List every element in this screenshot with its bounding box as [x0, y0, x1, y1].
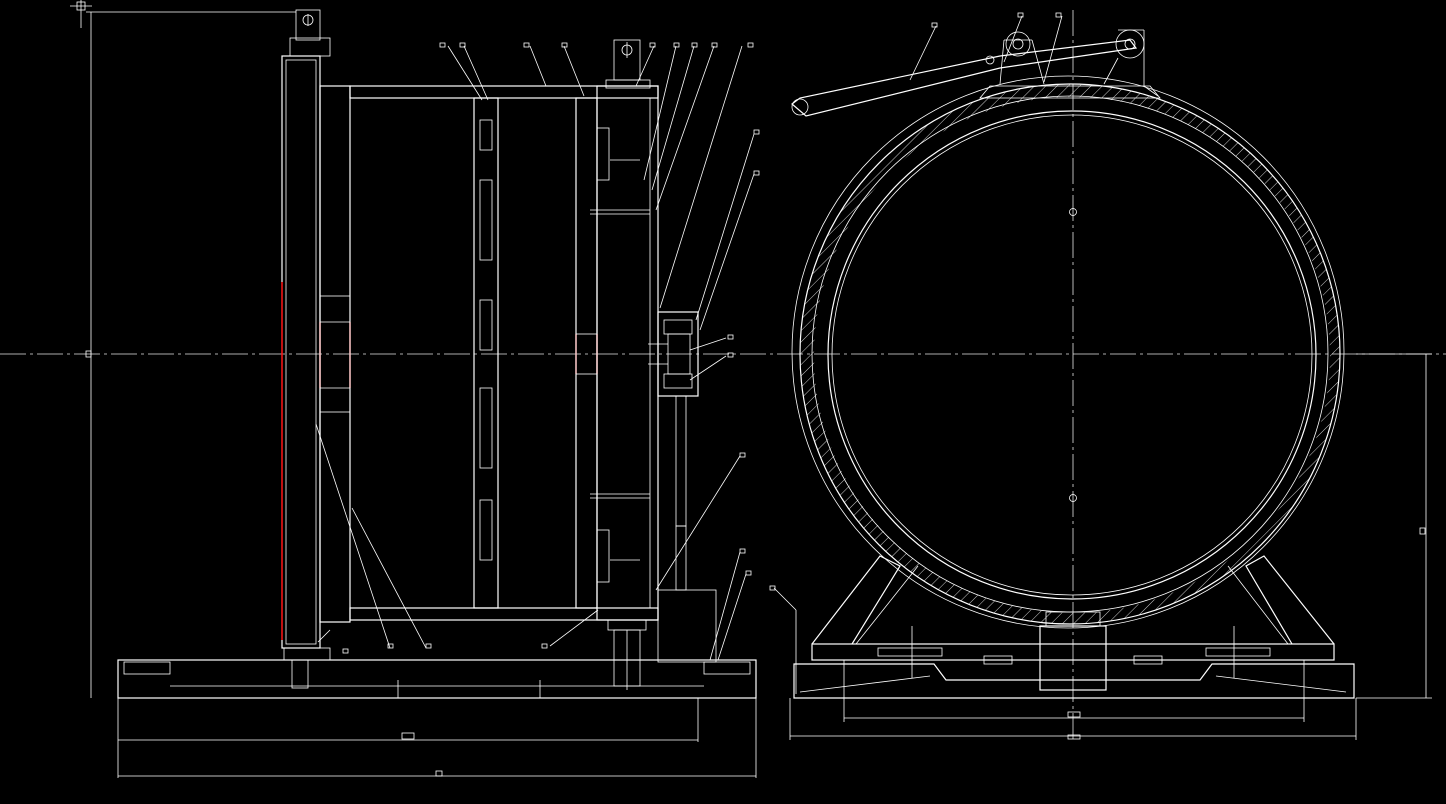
overall-height-dimension: [85, 11, 296, 698]
end-chamber: [590, 85, 659, 621]
base-frame-left: [117, 659, 757, 699]
cylindrical-shell: [349, 85, 659, 621]
leader-label-boxes-left: [342, 42, 760, 654]
door-panel: [281, 9, 331, 689]
base-dimensions-right: [789, 353, 1432, 740]
base-frame-right: [793, 626, 1355, 699]
support-saddles: [811, 555, 1335, 691]
section-marker-left: [281, 282, 598, 640]
origin-marker: [70, 0, 92, 28]
bottom-support-post: [607, 589, 717, 690]
left-end-flange: [319, 85, 351, 623]
lever-arm: [791, 29, 1159, 117]
circular-vessel: [791, 75, 1345, 629]
locking-mechanism: [648, 311, 699, 591]
stiffener-ring: [473, 97, 499, 609]
leader-label-boxes-right: [769, 12, 1062, 591]
top-shoe: [979, 85, 1161, 99]
top-lifting-lug: [605, 39, 651, 89]
right-end-plate: [575, 97, 598, 609]
end-view: [769, 10, 1432, 740]
side-section-view: [70, 0, 760, 778]
base-dimensions-left: [117, 698, 757, 778]
leader-lines-right: [773, 15, 1063, 694]
leader-lines-left: [315, 45, 755, 661]
